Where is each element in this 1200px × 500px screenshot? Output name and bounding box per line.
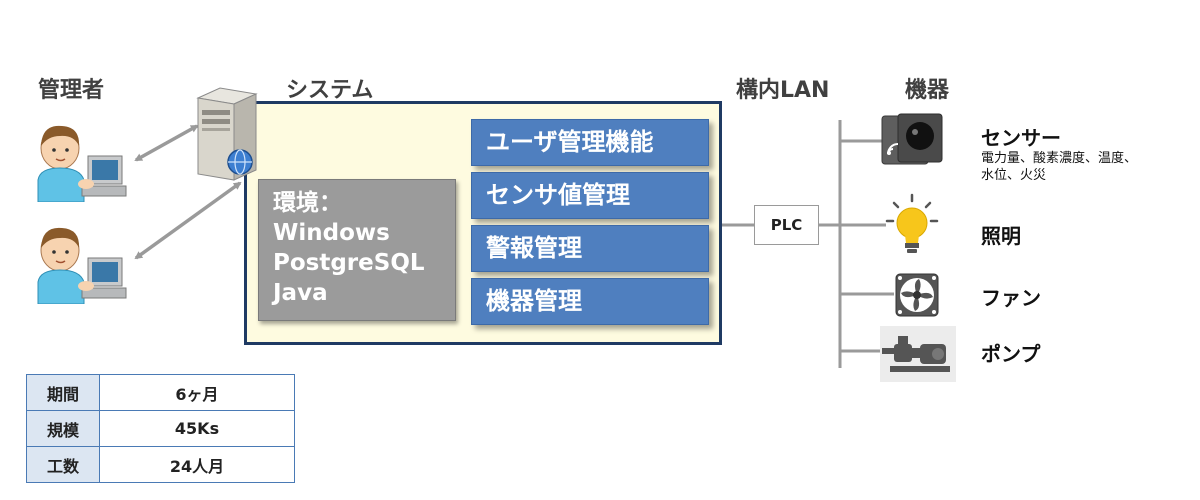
function-box-user-management: ユーザ管理機能 — [471, 119, 709, 166]
device-label-fan: ファン — [981, 286, 1041, 310]
table-value: 24人月 — [99, 446, 295, 483]
device-label-light: 照明 — [981, 224, 1021, 248]
lightbulb-icon — [885, 193, 939, 253]
fan-icon — [895, 273, 939, 317]
sensor-icon — [881, 113, 943, 165]
table-row: 工数 24人月 — [26, 446, 295, 483]
table-key: 期間 — [26, 374, 100, 411]
device-label-pump: ポンプ — [981, 342, 1041, 366]
device-detail-sensor: 電力量、酸素濃度、温度、 水位、火災 — [981, 150, 1137, 184]
device-detail-line: 水位、火災 — [981, 168, 1047, 183]
server-icon — [196, 87, 258, 181]
admin2-server-arrow — [134, 181, 242, 260]
system-heading: システム — [286, 78, 374, 103]
function-box-device-management: 機器管理 — [471, 278, 709, 325]
table-value: 45Ks — [99, 410, 295, 447]
env-line: PostgreSQL — [273, 250, 425, 276]
function-box-alarm-management: 警報管理 — [471, 225, 709, 272]
devices-heading: 機器 — [905, 78, 950, 103]
table-row: 規模 45Ks — [26, 410, 295, 447]
env-line: 環境： — [273, 190, 342, 216]
lan-heading: 構内LAN — [736, 78, 830, 103]
table-row: 期間 6ヶ月 — [26, 374, 295, 411]
env-line: Windows — [273, 220, 390, 246]
device-detail-line: 電力量、酸素濃度、温度、 — [981, 151, 1138, 166]
env-line: Java — [273, 280, 328, 306]
admin-heading: 管理者 — [38, 78, 105, 103]
table-value: 6ヶ月 — [99, 374, 295, 411]
environment-box: 環境： Windows PostgreSQL Java — [258, 179, 456, 321]
table-key: 規模 — [26, 410, 100, 447]
device-label-sensor: センサー — [981, 126, 1061, 150]
admin1-server-arrow — [134, 124, 199, 162]
table-key: 工数 — [26, 446, 100, 483]
pump-icon — [880, 326, 956, 382]
admin-person-icon — [37, 227, 127, 304]
project-info-table: 期間 6ヶ月 規模 45Ks 工数 24人月 — [26, 374, 295, 483]
plc-box: PLC — [754, 205, 819, 245]
admin-person-icon — [37, 125, 127, 202]
function-box-sensor-management: センサ値管理 — [471, 172, 709, 219]
